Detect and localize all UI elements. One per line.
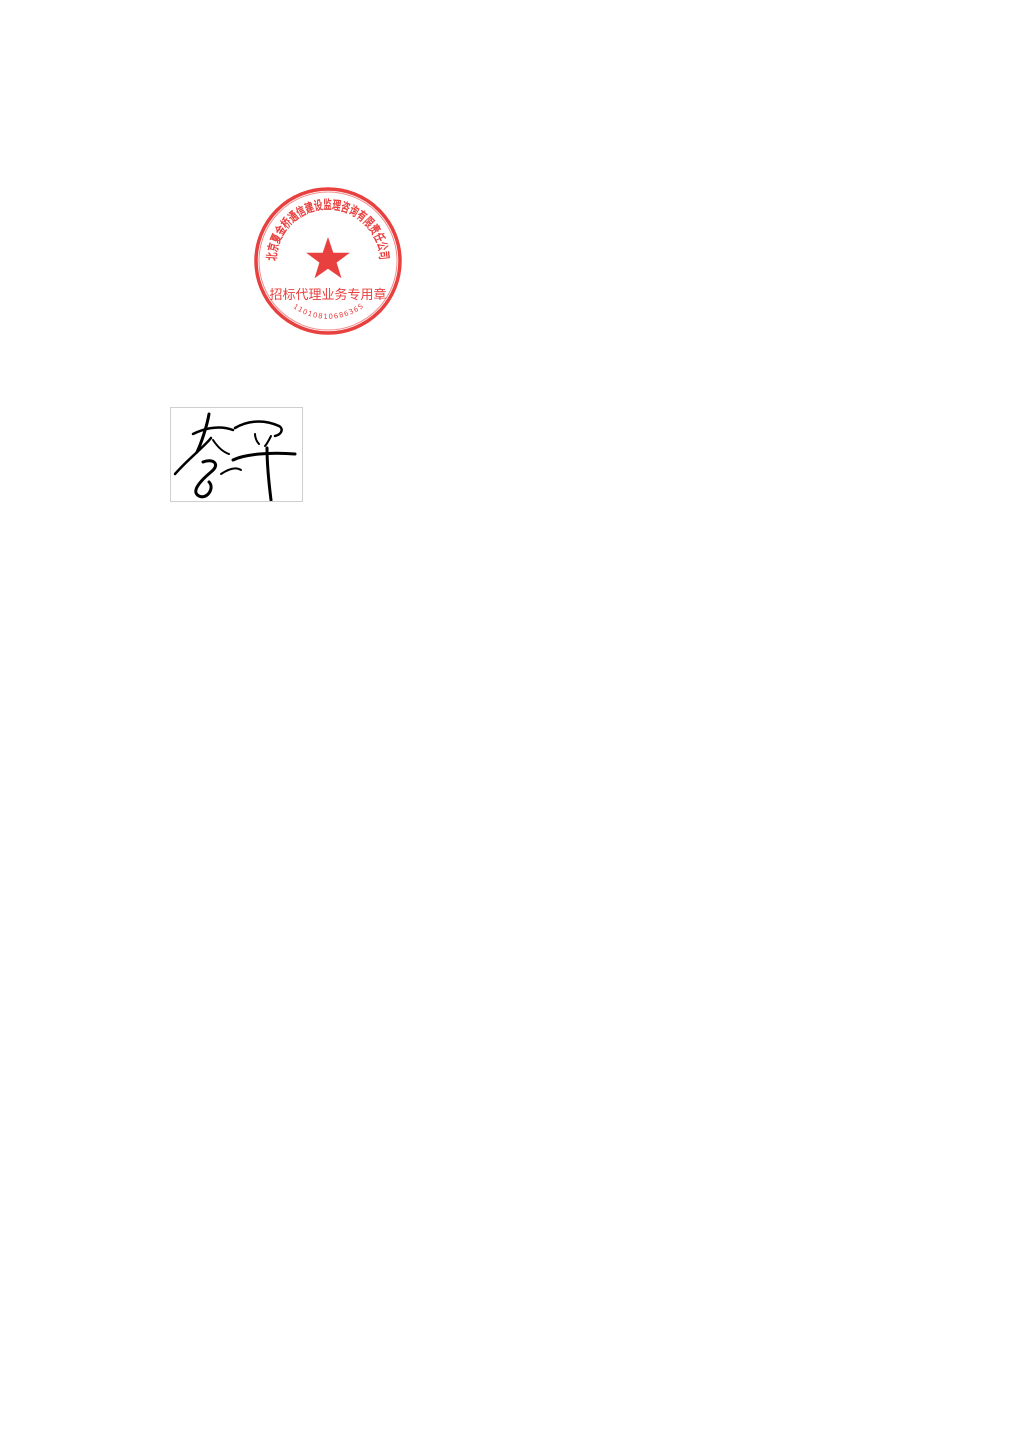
seal-inner-ring bbox=[258, 191, 398, 331]
seal-purpose-text: 招标代理业务专用章 bbox=[269, 287, 386, 303]
star-icon bbox=[306, 237, 350, 279]
seal-outer-ring bbox=[254, 187, 402, 335]
svg-text:1101081068636S: 1101081068636S bbox=[292, 302, 366, 321]
company-seal: 北京夏金桥通信建设监理咨询有限责任公司 招标代理业务专用章 1101081068… bbox=[252, 185, 404, 337]
seal-graphic: 北京夏金桥通信建设监理咨询有限责任公司 招标代理业务专用章 1101081068… bbox=[254, 187, 402, 335]
signature bbox=[170, 407, 303, 502]
seal-code: 1101081068636S bbox=[292, 302, 365, 321]
handwritten-signature bbox=[173, 412, 297, 501]
